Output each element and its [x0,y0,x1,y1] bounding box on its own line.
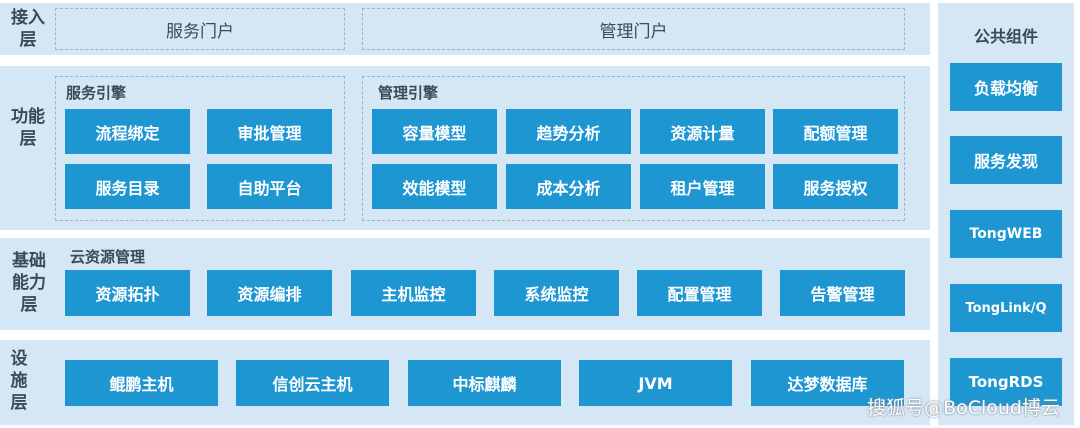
service-engine-item[interactable]: 自助平台 [207,164,332,209]
management-engine-group [362,76,905,221]
base-layer-label: 基础能力层 [6,250,52,316]
infra-item[interactable]: 达梦数据库 [751,360,904,406]
service-engine-item[interactable]: 流程绑定 [65,109,190,154]
cloud-resource-title: 云资源管理 [70,248,146,266]
infra-item[interactable]: 中标麒麟 [408,360,561,406]
base-layer-label-text: 基础能力层 [12,251,46,315]
infra-item[interactable]: 信创云主机 [236,360,389,406]
cloud-resource-item[interactable]: 系统监控 [494,270,619,316]
management-portal-label: 管理门户 [599,21,668,42]
cloud-resource-item[interactable]: 资源拓扑 [65,270,190,316]
common-component-item[interactable]: 服务发现 [950,136,1062,184]
infra-layer-label: 设施层 [10,349,28,413]
management-engine-item[interactable]: 服务授权 [773,164,898,209]
common-components-panel: 公共组件 负载均衡 服务发现 TongWEB TongLink/Q TongRD… [938,3,1074,425]
cloud-resource-item[interactable]: 资源编排 [207,270,332,316]
common-component-item[interactable]: 负载均衡 [950,63,1062,111]
service-engine-group [55,76,345,221]
cloud-resource-item[interactable]: 主机监控 [351,270,476,316]
management-engine-item[interactable]: 租户管理 [640,164,765,209]
common-component-item[interactable]: TongRDS [950,358,1062,406]
management-engine-item[interactable]: 趋势分析 [506,109,631,154]
access-layer-label: 接入层 [11,8,45,50]
service-portal-label: 服务门户 [166,21,234,42]
infrastructure-layer: 设施层 鲲鹏主机 信创云主机 中标麒麟 JVM 达梦数据库 [0,340,930,425]
management-portal[interactable]: 管理门户 [362,8,905,50]
function-layer-label: 功能层 [11,107,45,149]
common-component-item[interactable]: TongLink/Q [950,284,1062,332]
common-components-title: 公共组件 [973,27,1038,46]
function-layer: 功能层 服务引擎 流程绑定 审批管理 服务目录 自助平台 管理引擎 容量模型 趋… [0,66,930,230]
access-layer: 接入层 服务门户 管理门户 [0,3,930,55]
infra-item[interactable]: JVM [579,360,732,406]
management-engine-item[interactable]: 成本分析 [506,164,631,209]
base-capability-layer: 基础能力层 云资源管理 资源拓扑 资源编排 主机监控 系统监控 配置管理 告警管… [0,238,930,330]
management-engine-item[interactable]: 效能模型 [372,164,497,209]
service-engine-item[interactable]: 审批管理 [207,109,332,154]
management-engine-title: 管理引擎 [378,84,439,102]
service-engine-item[interactable]: 服务目录 [65,164,190,209]
management-engine-item[interactable]: 容量模型 [372,109,497,154]
cloud-resource-item[interactable]: 配置管理 [637,270,762,316]
management-engine-item[interactable]: 配额管理 [773,109,898,154]
infra-item[interactable]: 鲲鹏主机 [65,360,218,406]
service-engine-title: 服务引擎 [66,84,127,102]
watermark: 搜狐号@BoCloud博云 [867,397,1060,419]
service-portal[interactable]: 服务门户 [55,8,345,50]
management-engine-item[interactable]: 资源计量 [640,109,765,154]
cloud-resource-item[interactable]: 告警管理 [780,270,905,316]
common-component-item[interactable]: TongWEB [950,210,1062,258]
